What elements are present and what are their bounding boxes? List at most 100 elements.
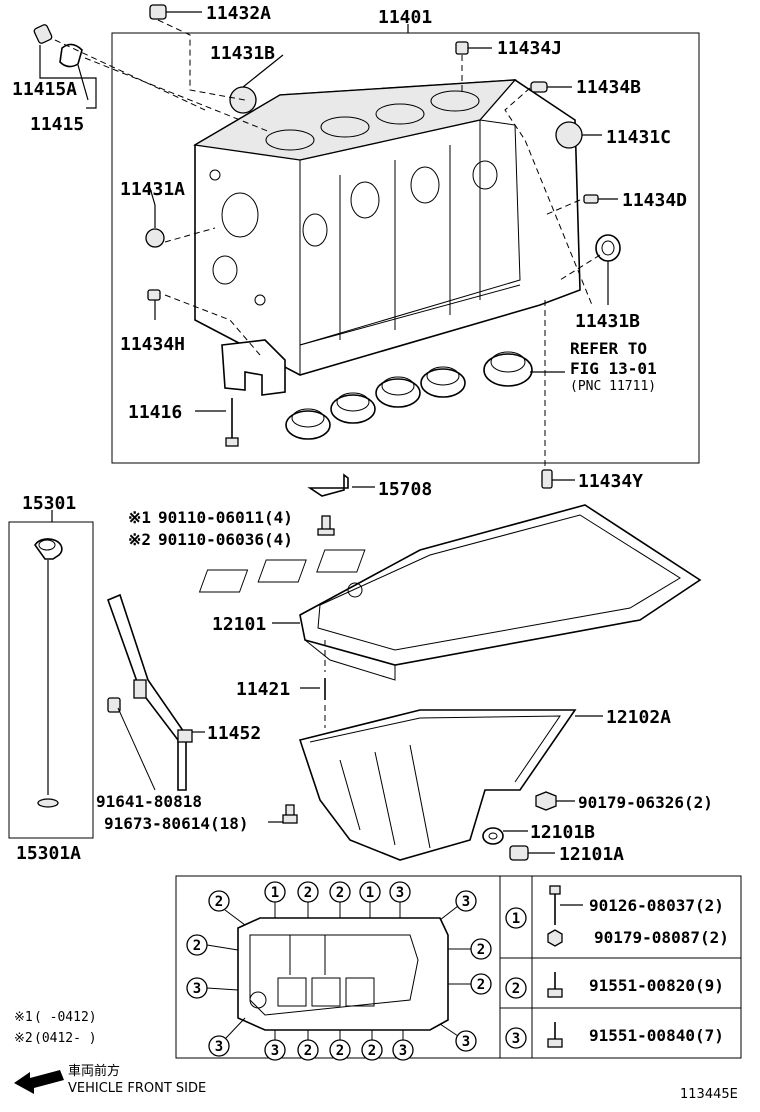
oil-pan-upper	[198, 504, 702, 681]
legend-part-1a: 90126-08037(2)	[589, 896, 724, 915]
label-11452: 11452	[207, 723, 261, 744]
legend-part-2: 91551-00820(9)	[589, 976, 724, 995]
dowel-11434D	[583, 194, 618, 204]
bolt-callouts-bottom	[264, 1030, 414, 1061]
oil-pan-top-view	[237, 917, 449, 1031]
callout-bottom-1: 3	[271, 1043, 279, 1059]
variant-mark-2: ※2	[128, 530, 151, 549]
dowel-11434Y	[541, 469, 575, 489]
bolt-91641	[107, 697, 156, 791]
plug-11431A	[145, 205, 165, 248]
label-11434H: 11434H	[120, 334, 185, 355]
cylinder-block-frame	[111, 32, 700, 464]
callout-right-1: 2	[477, 942, 485, 958]
legend-nut-icon-1b	[547, 929, 563, 947]
variant-mark-1: ※1	[128, 508, 151, 527]
callout-bottom-2: 2	[304, 1043, 312, 1059]
callout-right-2: 2	[477, 977, 485, 993]
figure-code: 113445E	[680, 1087, 738, 1102]
label-90179-06326: 90179-06326(2)	[578, 793, 713, 812]
legend-num-3: 3	[512, 1031, 520, 1047]
label-12102A: 12102A	[606, 707, 671, 728]
callout-top-5: 1	[366, 885, 374, 901]
refer-to-line2: FIG 13-01	[570, 359, 657, 378]
bolt-pattern-frame	[175, 875, 742, 1059]
legend-num-2: 2	[512, 981, 520, 997]
callout-top-7: 3	[462, 894, 470, 910]
crankshaft-bearings	[285, 351, 533, 440]
footnote-mark-1: ※1	[14, 1010, 33, 1025]
label-91641: 91641-80818	[96, 792, 202, 811]
callout-top-3: 2	[304, 885, 312, 901]
callout-top-6: 3	[396, 885, 404, 901]
label-15301: 15301	[22, 493, 76, 514]
callout-bottom-5: 3	[399, 1043, 407, 1059]
vehicle-front-en: VEHICLE FRONT SIDE	[68, 1081, 206, 1096]
callout-left-1: 2	[193, 938, 201, 954]
label-91673: 91673-80614(18)	[104, 814, 249, 833]
bolt-90110	[317, 515, 335, 536]
dipstick-guide	[106, 593, 205, 791]
bolt-91673	[268, 804, 298, 824]
label-15301A: 15301A	[16, 843, 81, 864]
label-12101A: 12101A	[559, 844, 624, 865]
bolt-callouts-top	[208, 881, 477, 926]
callout-top-4: 2	[336, 885, 344, 901]
footnote-mark-2: ※2	[14, 1031, 33, 1046]
refer-to-line1: REFER TO	[570, 339, 647, 358]
label-11434Y: 11434Y	[578, 471, 643, 492]
cylinder-block	[193, 79, 581, 376]
nut-90179-06326	[535, 791, 575, 811]
legend-circle-3	[505, 1027, 527, 1049]
legend-bolt-icon-1a	[549, 885, 583, 925]
dowel-11434J	[455, 41, 492, 55]
plug-11431C	[555, 121, 602, 149]
callout-left-2: 3	[193, 981, 201, 997]
label-11401: 11401	[378, 7, 432, 28]
label-11431C: 11431C	[606, 127, 671, 148]
pipe-15708	[307, 473, 375, 497]
dipstick-frame	[8, 521, 94, 839]
vehicle-front-arrow-icon	[14, 1070, 64, 1094]
bolt-callouts-left	[186, 934, 246, 1057]
callout-top-2: 1	[271, 885, 279, 901]
label-11421: 11421	[236, 679, 290, 700]
refer-to-line3: (PNC 11711)	[570, 379, 656, 394]
bearing-cap	[221, 339, 286, 396]
label-11431B-right: 11431B	[575, 311, 640, 332]
legend-circle-2	[505, 977, 527, 999]
label-11431B-top: 11431B	[210, 43, 275, 64]
seal-11431B-right	[595, 234, 621, 305]
callout-top-1: 2	[215, 894, 223, 910]
label-11434B: 11434B	[576, 77, 641, 98]
plug-12101A	[509, 845, 555, 861]
callout-bottom-3: 2	[336, 1043, 344, 1059]
bolt-11416	[195, 398, 239, 447]
legend-num-1: 1	[512, 911, 520, 927]
label-11415A: 11415A	[12, 79, 77, 100]
bolt-callouts-right	[439, 938, 492, 1052]
label-11415: 11415	[30, 114, 84, 135]
label-15708: 15708	[378, 479, 432, 500]
dowel-11434H	[147, 289, 161, 320]
gasket-12101B	[482, 827, 528, 845]
label-11431A: 11431A	[120, 179, 185, 200]
legend-bolt-icon-3	[547, 1022, 563, 1048]
label-11416: 11416	[128, 402, 182, 423]
variant-part-1: 90110-06011(4)	[158, 508, 293, 527]
variant-part-2: 90110-06036(4)	[158, 530, 293, 549]
label-12101: 12101	[212, 614, 266, 635]
dowel-11434B	[530, 81, 572, 93]
dipstick	[34, 538, 63, 808]
legend-part-1b: 90179-08087(2)	[594, 928, 729, 947]
legend-part-3: 91551-00840(7)	[589, 1026, 724, 1045]
label-12101B: 12101B	[530, 822, 595, 843]
label-11434D: 11434D	[622, 190, 687, 211]
oil-pan-lower	[298, 709, 577, 861]
label-11432A: 11432A	[206, 3, 271, 24]
plug-11432A	[149, 4, 202, 20]
callout-bottom-4: 2	[368, 1043, 376, 1059]
callout-right-3: 3	[462, 1034, 470, 1050]
legend-circle-1	[505, 907, 527, 929]
